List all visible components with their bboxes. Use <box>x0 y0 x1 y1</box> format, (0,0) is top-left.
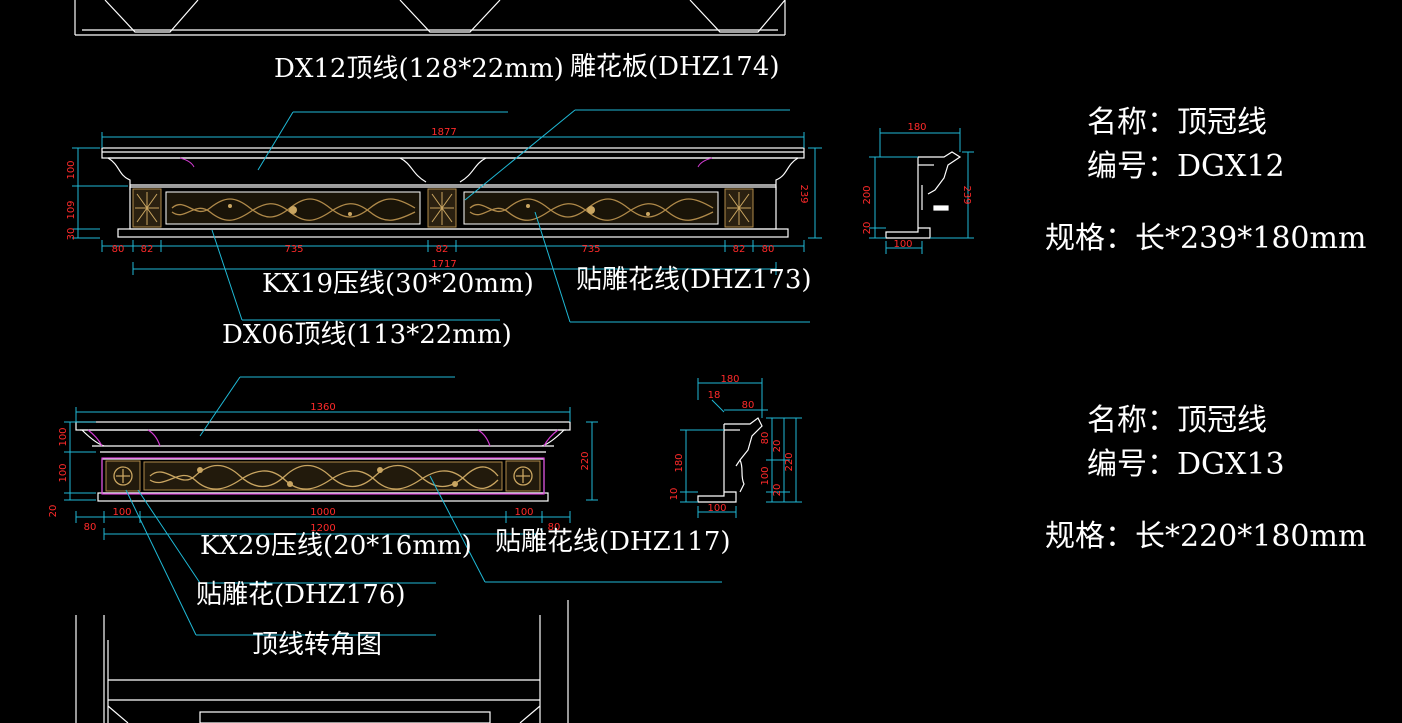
section1-base: 100 <box>893 239 912 250</box>
callout2-corner-view: 顶线转角图 <box>252 630 383 660</box>
callout-bottom-molding: DX06顶线(113*22mm) <box>222 320 512 350</box>
dim2-overall: 1360 <box>310 402 335 413</box>
section2-r1: 80 <box>760 432 771 445</box>
drawing1-dimension-labels: 1877 1717 80 82 735 82 735 82 80 100 109… <box>66 127 809 270</box>
section1-lip: 20 <box>862 222 873 235</box>
drawing1-elevation <box>72 109 822 323</box>
info1-code: 编号：DGX12 <box>1087 149 1285 184</box>
drawing2-dimension-labels: 1360 1200 80 100 1000 100 80 100 100 20 … <box>48 402 591 534</box>
info2-name: 名称：顶冠线 <box>1087 403 1267 438</box>
callout2-press-line: KX29压线(20*16mm) <box>200 531 472 561</box>
dim2-seg-end-a: 80 <box>84 522 97 533</box>
dim2-inner: 1200 <box>310 523 335 534</box>
drawing2-section: 180 18 80 180 10 100 80 20 100 20 220 <box>669 374 802 518</box>
dim-seg-panel-a: 735 <box>284 244 303 255</box>
section1-width: 180 <box>907 122 926 133</box>
top-fragment <box>74 0 786 36</box>
dim-seg-block-mid: 82 <box>436 244 449 255</box>
dim-left-bottom: 30 <box>66 228 77 241</box>
callout-carved-line: 贴雕花线(DHZ173) <box>576 265 812 295</box>
dim-seg-end-b: 80 <box>762 244 775 255</box>
corner-view <box>75 600 569 723</box>
section2-top-lip: 80 <box>742 400 755 411</box>
info1-name: 名称：顶冠线 <box>1087 105 1267 140</box>
section2-total: 220 <box>784 452 795 471</box>
section2-base: 100 <box>707 503 726 514</box>
dim2-left-mid: 100 <box>58 463 69 482</box>
dim-inner: 1717 <box>431 259 456 270</box>
dim-left-top: 100 <box>66 160 77 179</box>
dim-seg-block-a: 82 <box>141 244 154 255</box>
section2-r3: 100 <box>760 466 771 485</box>
section2-height-left: 180 <box>674 453 685 472</box>
info2-spec: 规格：长*220*180mm <box>1045 519 1367 554</box>
drawing1-section: 180 200 20 239 100 <box>862 122 974 254</box>
dim-right-height: 239 <box>798 184 809 203</box>
dim2-right-height: 220 <box>580 451 591 470</box>
dim2-seg-block-b: 100 <box>514 507 533 518</box>
dim2-seg-panel: 1000 <box>310 507 335 518</box>
dim2-seg-block-a: 100 <box>112 507 131 518</box>
dim-left-mid: 109 <box>66 200 77 219</box>
section2-r2: 20 <box>772 440 783 453</box>
section2-r4: 20 <box>772 484 783 497</box>
callout-top-molding: DX12顶线(128*22mm) <box>274 54 564 84</box>
dim-overall: 1877 <box>431 127 456 138</box>
dim-seg-block-b: 82 <box>733 244 746 255</box>
section2-width: 180 <box>720 374 739 385</box>
info2-code: 编号：DGX13 <box>1087 447 1285 482</box>
section2-foot: 10 <box>669 488 680 501</box>
dim2-left-bottom: 20 <box>48 505 59 518</box>
callout-carved-panel: 雕花板(DHZ174) <box>570 52 780 82</box>
section2-top-offset: 18 <box>708 390 721 401</box>
callout2-carved-line: 贴雕花线(DHZ117) <box>495 527 731 557</box>
drawing2-elevation <box>64 376 722 636</box>
info1-spec: 规格：长*239*180mm <box>1045 221 1367 256</box>
section1-inner-height: 200 <box>862 185 873 204</box>
dim-seg-end-a: 80 <box>112 244 125 255</box>
dim2-seg-end-b: 80 <box>548 522 561 533</box>
callout-press-line: KX19压线(30*20mm) <box>262 269 534 299</box>
section1-height: 239 <box>961 185 972 204</box>
dim-seg-panel-b: 735 <box>581 244 600 255</box>
callout2-carving: 贴雕花(DHZ176) <box>196 580 406 610</box>
dim2-left-top: 100 <box>58 427 69 446</box>
